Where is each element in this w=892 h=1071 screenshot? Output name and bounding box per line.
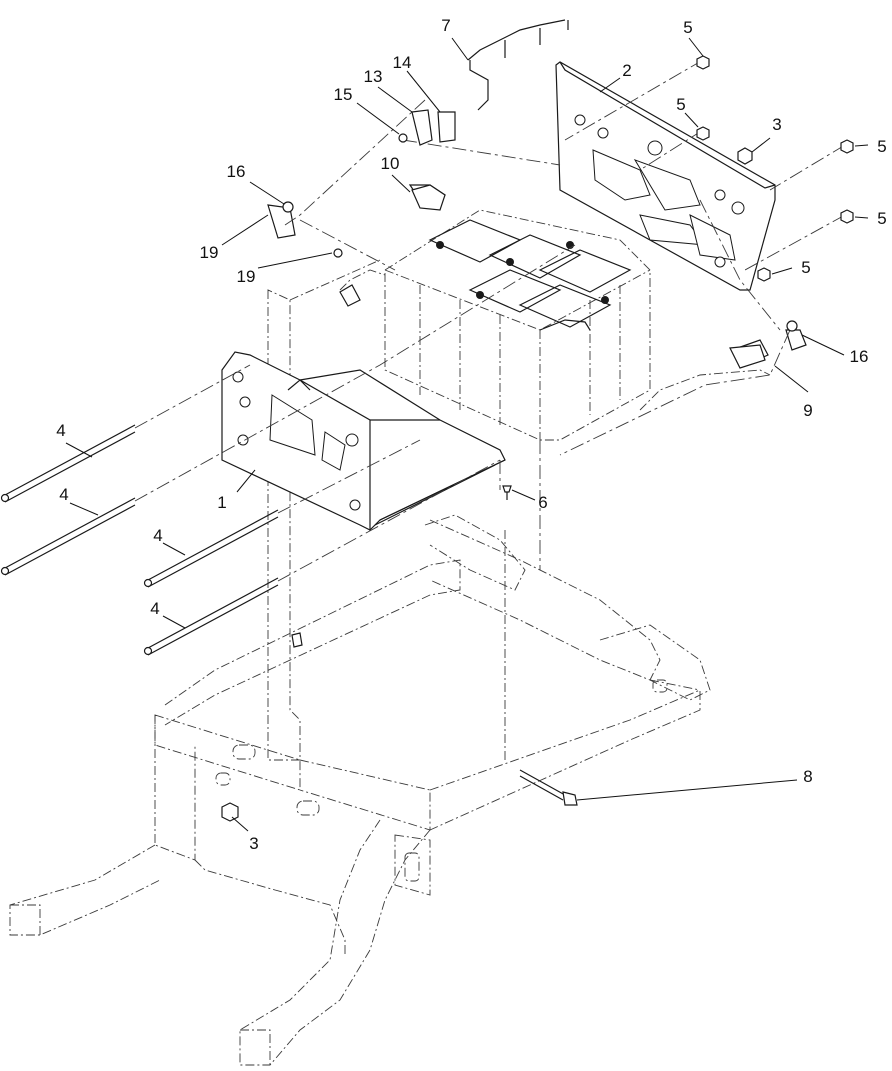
callout-4: 4 [56,421,65,440]
callout-6: 6 [538,493,547,512]
battery-pack [384,209,651,441]
callout-4: 4 [59,485,68,504]
nut-3a [737,147,753,165]
chassis-frame [9,514,711,1066]
callout-labels: 1 2 3 3 4 4 4 4 5 5 5 5 5 6 7 8 9 10 13 … [56,16,886,853]
callout-9: 9 [803,401,812,420]
callout-3: 3 [249,834,258,853]
callout-5: 5 [683,18,692,37]
boot-10 [411,184,446,211]
cable-end-9 [729,344,766,369]
nut-16a [282,201,294,213]
nut-3b [221,802,239,822]
callout-16: 16 [850,347,869,366]
hold-down-rods [0,424,279,656]
callout-7: 7 [441,16,450,35]
nut-5d [840,209,854,224]
callout-3: 3 [772,115,781,134]
nut-5b [696,126,710,141]
callout-19: 19 [200,243,219,262]
nut-5e [757,267,771,282]
callout-5: 5 [676,95,685,114]
callout-13: 13 [364,67,383,86]
nut-16b [786,320,798,332]
callout-8: 8 [803,767,812,786]
left-battery-bracket [221,351,506,531]
callout-10: 10 [381,154,400,173]
callout-16: 16 [227,162,246,181]
mounting-plate-phantom [267,259,506,761]
nut-5a [696,55,710,70]
callout-4: 4 [150,599,159,618]
callout-5: 5 [801,258,810,277]
callout-4: 4 [153,526,162,545]
callout-19: 19 [237,267,256,286]
clip-13 [411,109,433,146]
washer-15 [398,133,408,143]
callout-2: 2 [622,61,631,80]
screw-6 [502,485,512,493]
callout-5: 5 [877,209,886,228]
washer-19 [333,248,343,258]
callout-5: 5 [877,137,886,156]
callout-15: 15 [334,85,353,104]
callout-1: 1 [217,493,226,512]
hardware [221,55,854,822]
bolt-8 [519,769,566,801]
assembly-centerlines [134,59,846,582]
leader-lines [65,37,869,832]
battery-cables [267,19,807,411]
right-battery-bracket [555,61,776,291]
cover-14 [437,111,456,143]
nut-5c [840,139,854,154]
callout-14: 14 [393,53,412,72]
